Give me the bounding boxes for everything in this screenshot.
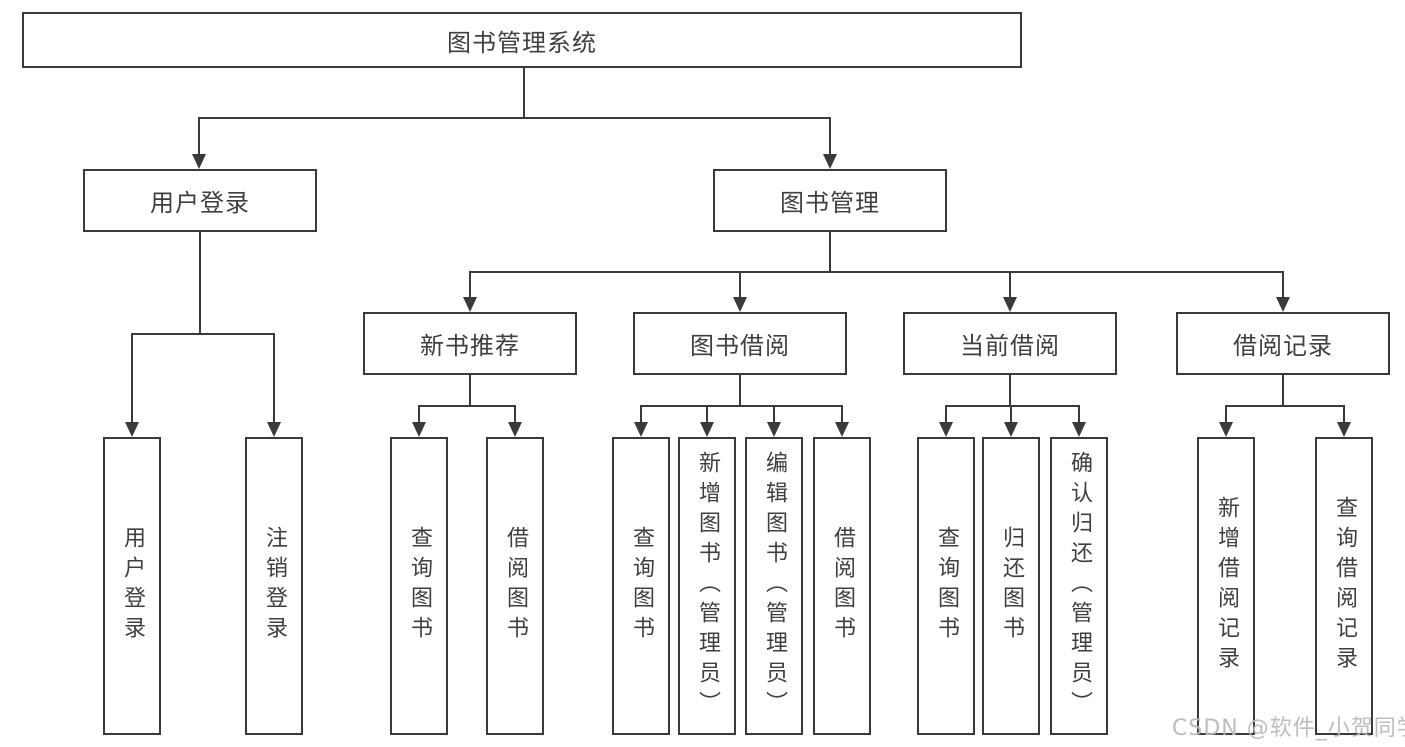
arrow-down-icon <box>1004 422 1018 437</box>
leaf-borrow-books: 借阅图书 <box>486 437 544 735</box>
node-book-borrow: 图书借阅 <box>633 312 847 375</box>
leaf-query-books: 查询图书 <box>917 437 975 735</box>
arrow-down-icon <box>412 422 426 437</box>
connector-drop-leaf <box>131 334 133 424</box>
arrow-down-icon <box>634 422 648 437</box>
arrow-down-icon <box>192 154 206 169</box>
node-borrow-records: 借阅记录 <box>1176 312 1390 375</box>
arrow-down-icon <box>1072 422 1086 437</box>
arrow-down-icon <box>125 422 139 437</box>
connector-section-bar <box>418 405 516 407</box>
arrow-down-icon <box>1219 422 1233 437</box>
arrow-down-icon <box>267 422 281 437</box>
connector-drop-leaf <box>773 406 775 426</box>
connector-drop-leaf <box>514 406 516 426</box>
arrow-down-icon <box>508 422 522 437</box>
node-label: 图书管理系统 <box>447 28 597 57</box>
node-label: 图书管理 <box>780 189 880 217</box>
leaf-query-books: 查询图书 <box>390 437 448 735</box>
connector-drop-leaf <box>841 406 843 426</box>
leaf-add-books-admin: 新增图书（管理员） <box>678 437 736 735</box>
arrow-down-icon <box>767 422 781 437</box>
connector-drop-section <box>1009 272 1011 300</box>
node-label: 当前借阅 <box>960 332 1060 360</box>
connector-section-stem <box>1009 375 1011 407</box>
leaf-query-borrow-record: 查询借阅记录 <box>1315 437 1373 735</box>
leaf-return-books: 归还图书 <box>982 437 1040 735</box>
connector-drop-section <box>739 272 741 300</box>
connector-drop-leaf <box>945 406 947 426</box>
connector-section-stem <box>1282 375 1284 407</box>
node-label: 借阅记录 <box>1233 332 1333 360</box>
leaf-user-login: 用户登录 <box>103 437 161 735</box>
connector-user-login-stem <box>199 232 201 335</box>
connector-section-bar <box>945 405 1080 407</box>
connector-drop-leaf <box>1010 406 1012 426</box>
connector-drop-user-login <box>198 118 200 158</box>
node-current-borrow: 当前借阅 <box>903 312 1117 375</box>
connector-book-management-stem <box>829 232 831 273</box>
connector-drop-leaf <box>1078 406 1080 426</box>
arrow-down-icon <box>1276 297 1290 312</box>
arrow-down-icon <box>835 422 849 437</box>
connector-section-bar <box>640 405 843 407</box>
connector-root-stem <box>523 68 525 118</box>
connector-section-stem <box>469 375 471 407</box>
arrow-down-icon <box>939 422 953 437</box>
leaf-confirm-return-admin: 确认归还（管理员） <box>1050 437 1108 735</box>
arrow-down-icon <box>463 297 477 312</box>
connector-book-management-bar <box>469 271 1284 273</box>
connector-drop-leaf <box>1225 406 1227 426</box>
node-user-login: 用户登录 <box>83 169 317 232</box>
connector-root-bar <box>198 117 831 119</box>
arrow-down-icon <box>733 297 747 312</box>
connector-drop-leaf <box>640 406 642 426</box>
connector-drop-leaf <box>706 406 708 426</box>
leaf-query-books: 查询图书 <box>612 437 670 735</box>
arrow-down-icon <box>823 154 837 169</box>
node-library-management-system: 图书管理系统 <box>22 12 1022 68</box>
connector-drop-section <box>1282 272 1284 300</box>
node-new-book-recommend: 新书推荐 <box>363 312 577 375</box>
node-label: 用户登录 <box>150 189 250 217</box>
node-book-management: 图书管理 <box>713 169 947 232</box>
connector-drop-section <box>469 272 471 300</box>
leaf-edit-books-admin: 编辑图书（管理员） <box>745 437 803 735</box>
connector-drop-leaf <box>1343 406 1345 426</box>
connector-user-login-bar <box>131 333 275 335</box>
connector-drop-leaf <box>418 406 420 426</box>
leaf-logout: 注销登录 <box>245 437 303 735</box>
arrow-down-icon <box>1003 297 1017 312</box>
leaf-borrow-books: 借阅图书 <box>813 437 871 735</box>
node-label: 图书借阅 <box>690 332 790 360</box>
leaf-add-borrow-record: 新增借阅记录 <box>1197 437 1255 735</box>
connector-drop-leaf <box>273 334 275 424</box>
arrow-down-icon <box>700 422 714 437</box>
connector-drop-book-management <box>829 118 831 158</box>
csdn-watermark: CSDN @软件_小贺同学 <box>1172 716 1405 741</box>
arrow-down-icon <box>1337 422 1351 437</box>
node-label: 新书推荐 <box>420 332 520 360</box>
connector-section-bar <box>1225 405 1345 407</box>
connector-section-stem <box>739 375 741 407</box>
